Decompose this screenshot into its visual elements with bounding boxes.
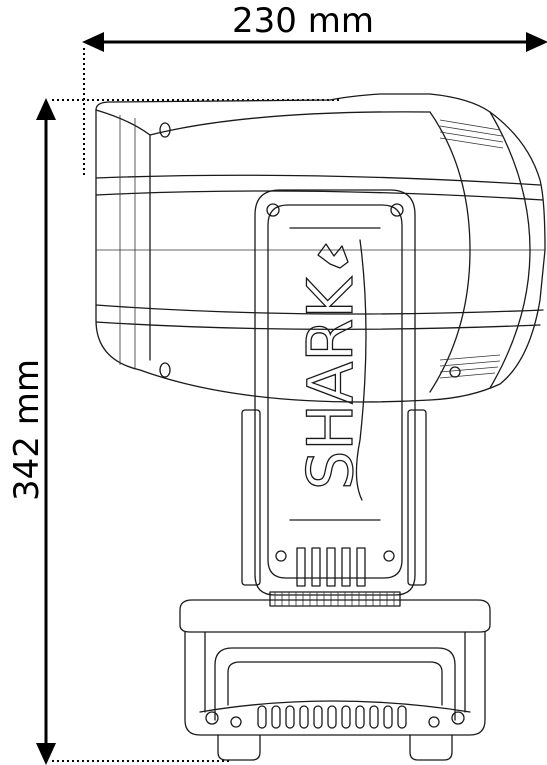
head-front-outline	[139, 93, 546, 403]
base-handle-inner	[227, 661, 443, 706]
height-dimension: 342 mm	[7, 98, 340, 765]
head-rear-edge	[95, 109, 141, 371]
base-foot-left	[217, 734, 261, 761]
base-foot-right	[409, 734, 453, 761]
width-arrow-left	[82, 32, 104, 52]
brand-logo-swoosh	[355, 239, 367, 501]
height-arrow-bottom	[36, 743, 56, 765]
head-front-bezel	[429, 111, 471, 393]
pan-ring-teeth	[274, 592, 395, 606]
pan-ring	[269, 591, 401, 607]
yoke-side-left	[241, 409, 261, 586]
yoke-screw-tr	[390, 203, 404, 217]
pan-neck	[269, 591, 401, 607]
head-band-2	[95, 190, 544, 201]
base-connector-right	[428, 716, 440, 728]
yoke-panel-lines	[289, 227, 381, 521]
head-upper-panel	[149, 111, 431, 136]
width-dimension: 230 mm	[82, 1, 547, 178]
yoke-grille	[296, 547, 366, 587]
base-body	[184, 631, 486, 736]
width-label: 230 mm	[232, 1, 374, 41]
yoke-side-right	[407, 409, 427, 586]
base-handle-outer	[214, 647, 456, 721]
base-vents	[257, 705, 407, 729]
height-label: 342 mm	[7, 359, 47, 501]
head-band-3	[95, 304, 544, 315]
base-front-curve	[199, 700, 471, 713]
base-top-plate	[179, 599, 491, 633]
head-top-outline	[95, 93, 431, 111]
head-vent-top	[439, 119, 504, 149]
head-vent-bottom	[439, 354, 501, 379]
base	[179, 599, 491, 761]
width-arrow-right	[526, 32, 547, 52]
head-band-4	[95, 321, 541, 330]
base-screw-left	[205, 711, 219, 725]
brand-logo: SHARK	[294, 277, 367, 490]
head-screw-front	[449, 366, 461, 378]
brand-logo-mark	[317, 243, 349, 269]
yoke-screw-tl	[266, 203, 280, 217]
moving-head-body	[95, 93, 546, 403]
base-side-edges	[204, 631, 466, 713]
head-lens-ring	[489, 111, 531, 389]
head-rear-ribs	[119, 115, 136, 368]
head-band-1	[95, 174, 541, 186]
yoke-screw-br	[383, 550, 395, 562]
head-screw-bottom	[159, 362, 171, 378]
head-screw-top	[159, 122, 171, 138]
yoke-screw-bl	[275, 550, 287, 562]
base-screw-right	[451, 711, 465, 725]
yoke-inner-panel	[267, 204, 403, 579]
base-connector-left	[230, 716, 242, 728]
yoke-outer	[254, 189, 416, 596]
height-arrow-top	[36, 98, 56, 120]
yoke-arm: SHARK	[241, 189, 427, 596]
